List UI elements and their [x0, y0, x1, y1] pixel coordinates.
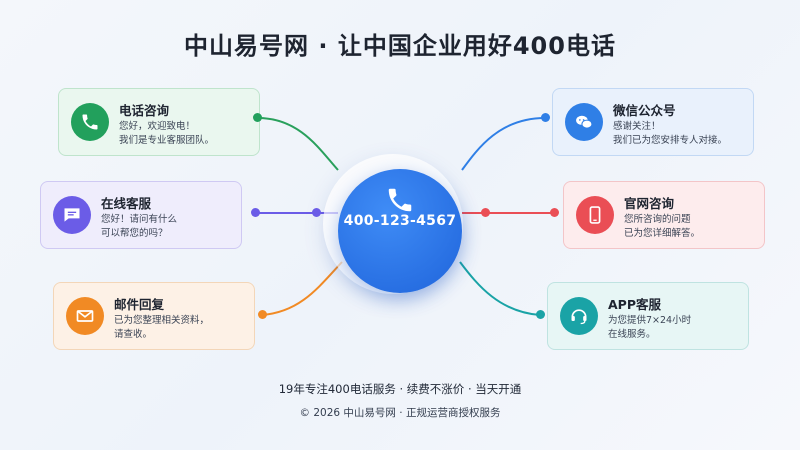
card-desc: 感谢关注！ 我们已为您安排专人对接。 — [613, 120, 753, 148]
connector-wechat — [461, 117, 546, 171]
card-icon-wrap — [53, 196, 91, 234]
wechat-icon — [576, 115, 593, 129]
center-hotline[interactable]: 400-123-4567 — [338, 169, 462, 293]
card-desc-line: 我们是专业客服团队。 — [119, 135, 215, 146]
phone-icon — [388, 188, 412, 212]
mail-icon — [76, 310, 94, 322]
card-icon-wrap — [560, 297, 598, 335]
connector-dot — [251, 208, 260, 217]
card-icon-wrap — [565, 103, 603, 141]
card-title: 在线客服 — [101, 196, 152, 211]
connector-dot — [258, 310, 267, 319]
page-title: 中山易号网 · 让中国企业用好400电话 — [184, 32, 616, 60]
card-desc: 您好，欢迎致电！ 我们是专业客服团队。 — [119, 120, 259, 148]
card-icon-wrap — [71, 103, 109, 141]
card-desc-line: 可以帮您的吗？ — [101, 228, 168, 239]
phone-icon — [82, 114, 98, 130]
connector-dot — [481, 208, 490, 217]
connector-dot — [253, 113, 262, 122]
card-wechat[interactable]: 微信公众号 感谢关注！ 我们已为您安排专人对接。 — [552, 88, 754, 156]
card-app-service[interactable]: APP客服 为您提供7×24小时 在线服务。 — [547, 282, 749, 350]
card-icon-wrap — [576, 196, 614, 234]
card-title: APP客服 — [608, 297, 661, 312]
connector-dot — [541, 113, 550, 122]
card-desc-line: 您好！请问有什么 — [101, 214, 178, 225]
card-desc: 您好！请问有什么 可以帮您的吗？ — [101, 213, 241, 241]
card-icon-wrap — [66, 297, 104, 335]
chat-icon — [64, 208, 80, 222]
card-desc: 您所咨询的问题 已为您详细解答。 — [624, 213, 764, 241]
card-email-reply[interactable]: 邮件回复 已为您整理相关资料， 请查收。 — [53, 282, 255, 350]
footer-features: 19年专注400电话服务 · 续费不涨价 · 当天开通 — [278, 382, 522, 396]
connector-dot — [550, 208, 559, 217]
hotline-number: 400-123-4567 — [343, 213, 457, 229]
card-desc: 为您提供7×24小时 在线服务。 — [608, 314, 748, 342]
card-desc-line: 已为您整理相关资料， — [114, 315, 210, 326]
card-desc-line: 在线服务。 — [608, 329, 656, 340]
headset-icon — [571, 309, 587, 325]
card-title: 微信公众号 — [613, 103, 676, 118]
card-phone-consult[interactable]: 电话咨询 您好，欢迎致电！ 我们是专业客服团队。 — [58, 88, 260, 156]
connector-app — [459, 261, 541, 316]
card-desc-line: 我们已为您安排专人对接。 — [613, 135, 728, 146]
card-desc-line: 您所咨询的问题 — [624, 214, 691, 225]
card-desc-line: 为您提供7×24小时 — [608, 315, 692, 326]
footer-copyright: © 2026 中山易号网 · 正规运营商授权服务 — [299, 407, 501, 419]
mobile-icon — [589, 206, 601, 224]
connector-dot — [536, 310, 545, 319]
card-desc-line: 已为您详细解答。 — [624, 228, 701, 239]
card-title: 官网咨询 — [624, 196, 675, 211]
card-desc: 已为您整理相关资料， 请查收。 — [114, 314, 254, 342]
card-online-service[interactable]: 在线客服 您好！请问有什么 可以帮您的吗？ — [40, 181, 242, 249]
card-title: 邮件回复 — [114, 297, 165, 312]
connector-dot — [312, 208, 321, 217]
card-desc-line: 感谢关注！ — [613, 121, 661, 132]
card-website-consult[interactable]: 官网咨询 您所咨询的问题 已为您详细解答。 — [563, 181, 765, 249]
connector-phone — [257, 117, 339, 171]
card-desc-line: 请查收。 — [114, 329, 153, 340]
connector-mail — [261, 261, 343, 316]
card-title: 电话咨询 — [119, 103, 170, 118]
card-desc-line: 您好，欢迎致电！ — [119, 121, 196, 132]
